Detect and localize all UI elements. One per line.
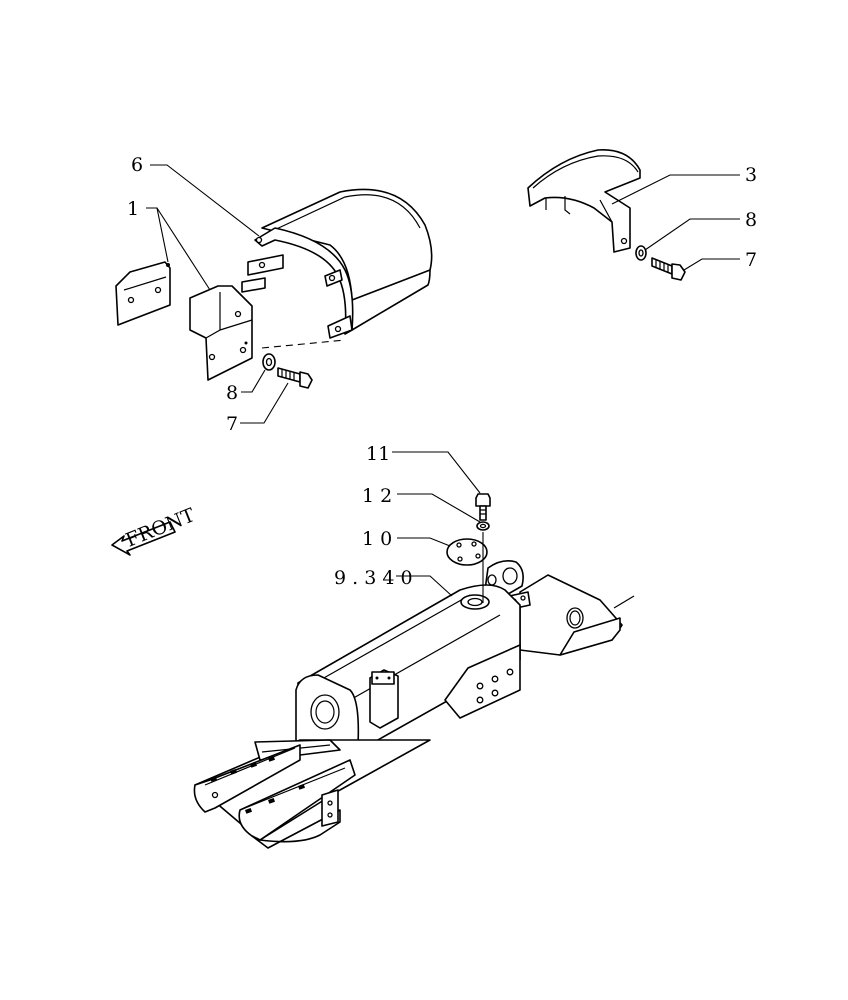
cover-part-6	[241, 188, 433, 339]
bolt-part-7-right	[651, 257, 686, 281]
label-part-7-left: 7	[226, 413, 238, 435]
label-part-6: 6	[131, 154, 143, 176]
callout-labels: 6 1 3 8 7 8 7 11 1 2 1 0 9 . 3 4 0	[127, 154, 757, 589]
label-part-11: 11	[366, 443, 390, 465]
front-arrow-icon: FRONT	[111, 504, 199, 556]
label-part-10: 1 0	[362, 528, 392, 550]
label-part-8-left: 8	[226, 382, 238, 404]
screw-part-11	[475, 493, 491, 521]
leader-lines-top	[146, 164, 740, 424]
washer-part-8-right	[635, 245, 647, 261]
washer-part-8-left	[262, 353, 276, 371]
label-part-7-right: 7	[745, 249, 757, 271]
label-part-12: 1 2	[362, 485, 392, 507]
label-ref-9-340: 9 . 3 4 0	[334, 567, 413, 589]
bracket-part-1-large	[189, 285, 253, 381]
label-part-8-right: 8	[745, 209, 757, 231]
washer-part-12	[476, 521, 490, 531]
bolt-part-7-left	[277, 367, 313, 389]
label-part-3: 3	[745, 164, 757, 186]
bracket-part-1-small	[115, 261, 171, 326]
label-part-1: 1	[127, 198, 139, 220]
frame-beam-assembly	[193, 560, 635, 849]
plate-part-10	[446, 538, 488, 566]
leader-lines-bottom	[392, 451, 481, 597]
guard-part-3	[527, 149, 641, 253]
alignment-dashed-line	[261, 339, 346, 349]
front-arrow-label: FRONT	[123, 504, 199, 552]
